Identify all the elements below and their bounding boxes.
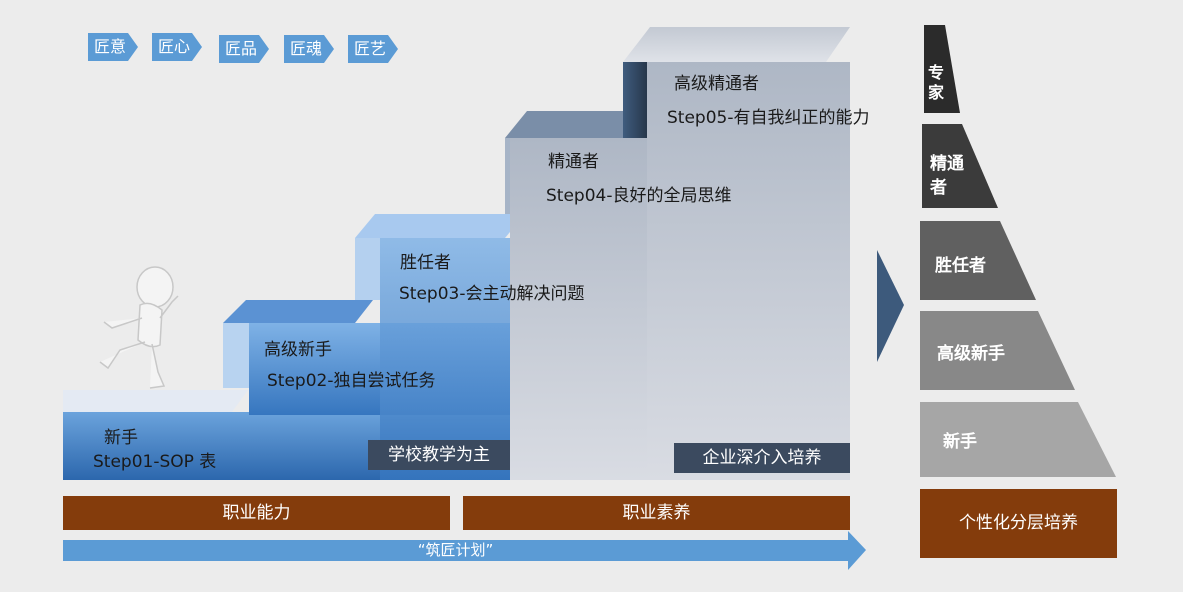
step5-desc: Step05-有自我纠正的能力 (667, 108, 870, 128)
step2-riser (223, 323, 249, 388)
step4-level: 精通者 (548, 152, 599, 172)
step3-desc: Step03-会主动解决问题 (399, 284, 585, 304)
pyramid-level-5 (920, 402, 1116, 477)
ability-bar: 职业能力 (63, 496, 450, 530)
tag-jiangyi-art: 匠艺 (348, 35, 398, 63)
step3-level: 胜任者 (400, 253, 451, 273)
flow-arrow-icon (877, 250, 904, 362)
step5-top (623, 27, 850, 62)
pyramid-label-proficient: 精通者 (930, 154, 964, 198)
tag-jiangpin-label: 匠品 (225, 39, 258, 58)
step3-top (355, 214, 525, 238)
tag-jiangyi-art-label: 匠艺 (354, 39, 387, 58)
tag-jianghun-label: 匠魂 (290, 39, 323, 58)
step3-face (380, 238, 510, 480)
tag-jiangxin-label: 匠心 (158, 37, 191, 56)
quality-bar: 职业素养 (463, 496, 850, 530)
step5-face (647, 62, 850, 480)
runner-figure (99, 266, 179, 389)
tag-jiangyi-label: 匠意 (94, 37, 127, 56)
step5-level: 高级精通者 (674, 74, 759, 94)
step1-level: 新手 (104, 428, 138, 448)
pyramid-base-label: 个性化分层培养 (920, 489, 1117, 558)
pyramid-label-expert: 专家 (928, 63, 945, 102)
pyramid-label-competent: 胜任者 (935, 256, 986, 276)
step3-riser (355, 238, 380, 300)
tag-jiangxin: 匠心 (152, 33, 202, 61)
pyramid-level-2 (922, 124, 998, 208)
pyramid-level-4 (920, 311, 1075, 390)
school-stage-label: 学校教学为主 (368, 440, 510, 470)
tag-jiangpin: 匠品 (219, 35, 269, 63)
step5-riser (623, 62, 647, 138)
pyramid-level-1 (924, 25, 960, 113)
step2-level: 高级新手 (264, 340, 332, 360)
pyramid-level-3 (920, 221, 1036, 300)
tag-jiangyi: 匠意 (88, 33, 138, 61)
step4-top (505, 111, 652, 138)
enterprise-stage-label: 企业深介入培养 (674, 443, 850, 473)
pyramid-label-advanced-beginner: 高级新手 (937, 344, 1005, 364)
step2-desc: Step02-独自尝试任务 (267, 371, 436, 391)
step4-desc: Step04-良好的全局思维 (546, 186, 732, 206)
step2-top (223, 300, 373, 323)
plan-arrow-label: “筑匠计划” (417, 541, 494, 559)
step1-top (63, 390, 248, 412)
pyramid-label-novice: 新手 (943, 432, 977, 452)
plan-arrow (63, 531, 866, 570)
step1-desc: Step01-SOP 表 (93, 452, 217, 472)
tag-jianghun: 匠魂 (284, 35, 334, 63)
